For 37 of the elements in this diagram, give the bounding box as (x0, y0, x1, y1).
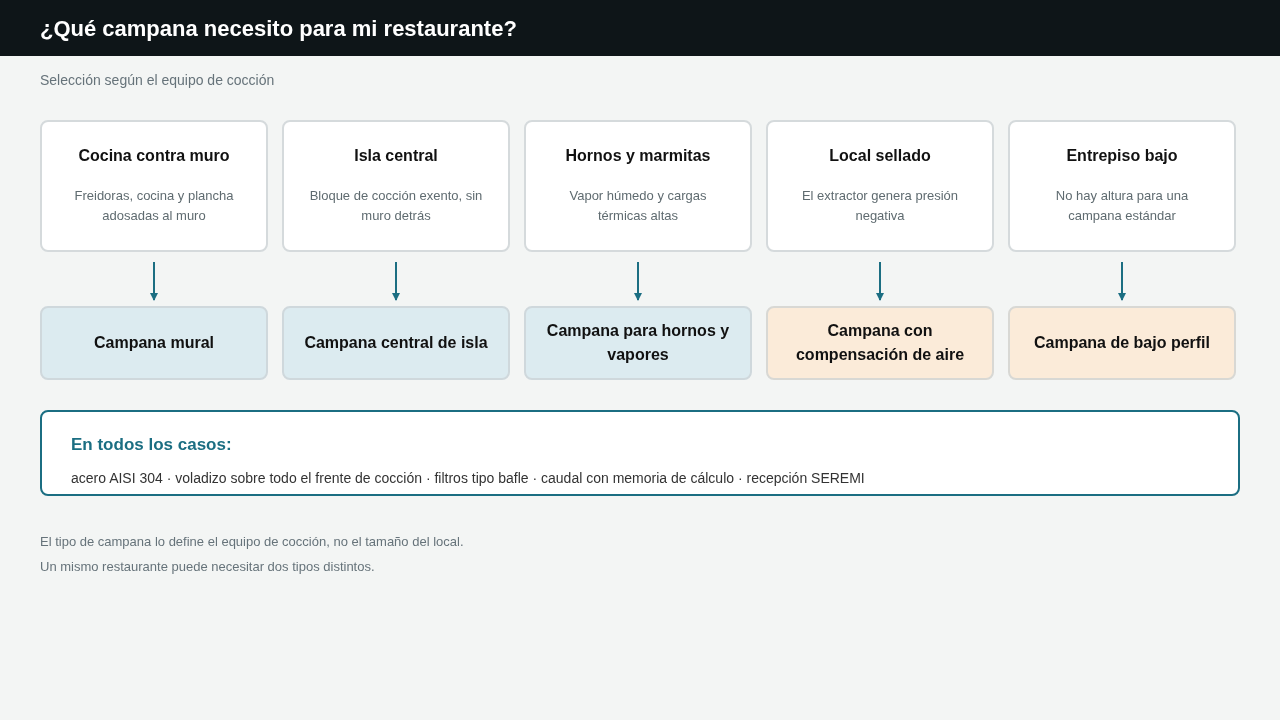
subtitle: Selección según el equipo de cocción (40, 71, 275, 90)
card-description: Bloque de cocción exento, sin muro detrás (308, 187, 484, 225)
card-description: Vapor húmedo y cargas térmicas altas (568, 187, 708, 225)
card-heading: Cocina contra muro (78, 146, 230, 166)
card-description: El extractor genera presión negativa (800, 187, 960, 225)
result-label: Campana de bajo perfil (1033, 333, 1210, 353)
arrow (1118, 261, 1126, 301)
result-box (40, 306, 268, 380)
card-description: Freidoras, cocina y plancha adosadas al muro (73, 187, 235, 225)
arrow (150, 261, 158, 301)
case-card (40, 120, 268, 252)
arrow (392, 261, 400, 301)
case-card (1008, 120, 1236, 252)
card-description: No hay altura para una campana estándar (1054, 187, 1190, 225)
panel-text: acero AISI 304 · voladizo sobre todo el frente de cocción · filtros tipo bafle · caudal con memoria de cálculo · recepción SEREMI (71, 468, 865, 488)
case-card (766, 120, 994, 252)
result-box (524, 306, 752, 380)
result-box (766, 306, 994, 380)
result-label: Campana central de isla (304, 333, 488, 353)
card-heading: Entrepiso bajo (1066, 146, 1178, 166)
result-box (282, 306, 510, 380)
case-card (282, 120, 510, 252)
arrow (876, 261, 884, 301)
arrow (634, 261, 642, 301)
footnote: Un mismo restaurante puede necesitar dos tipos distintos. (40, 558, 375, 576)
result-box (1008, 306, 1236, 380)
page-title: ¿Qué campana necesito para mi restaurante? (40, 14, 517, 43)
result-label: Campana con compensación de aire (794, 321, 966, 365)
case-card (524, 120, 752, 252)
card-heading: Hornos y marmitas (565, 146, 711, 166)
summary-panel (40, 410, 1240, 496)
panel-heading: En todos los casos: (71, 434, 232, 456)
result-label: Campana mural (93, 333, 214, 353)
card-heading: Isla central (354, 146, 438, 166)
card-heading: Local sellado (829, 146, 931, 166)
footnote: El tipo de campana lo define el equipo de cocción, no el tamaño del local. (40, 533, 464, 551)
result-label: Campana para hornos y vapores (545, 321, 731, 365)
